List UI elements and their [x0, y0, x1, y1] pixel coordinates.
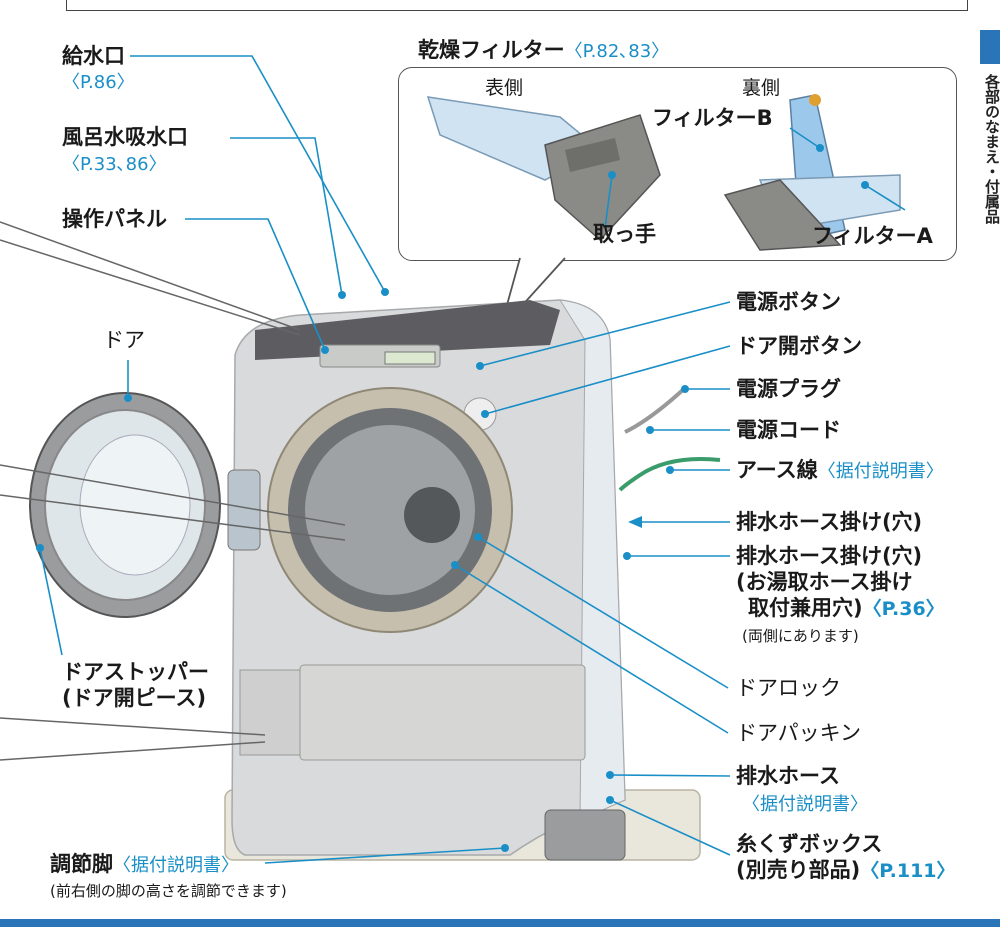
filter-callout-box [398, 67, 957, 261]
hose-hook2-sub1: (お湯取ホース掛け [736, 570, 913, 594]
stopper-sub: (ドア開ピース) [62, 686, 207, 710]
stopper-label: ドアストッパー [62, 660, 209, 684]
offpage-leaders [0, 221, 346, 761]
hose-hook2-sub2: 取付兼用穴)〈P.36〉 [748, 596, 945, 620]
foot-note: (前右側の脚の高さを調節できます) [50, 882, 287, 900]
drain-hose-label: 排水ホース [736, 764, 840, 788]
door-packing-label: ドアパッキン [736, 721, 861, 745]
hose-hook2-note: (両側にあります) [742, 627, 859, 645]
plug-label: 電源プラグ [736, 377, 841, 401]
filter-a-label: フィルターA [812, 224, 933, 248]
filter-front-illustration [426, 96, 661, 242]
door-button-label: ドア開ボタン [736, 334, 862, 358]
power-button-label: 電源ボタン [736, 290, 841, 314]
lint-box-sub: (別売り部品)〈P.111〉 [736, 858, 956, 882]
section-tab-text: 各部のなまえ・付属品 [983, 74, 1000, 224]
door-illustration [29, 392, 261, 618]
bottom-bar [0, 919, 1000, 927]
filter-title: 乾燥フィルター〈P.82､83〉 [418, 38, 670, 62]
water-inlet-ref: 〈P.86〉 [62, 72, 135, 93]
callout-dots [36, 144, 869, 852]
callout-leaders [39, 55, 731, 864]
filter-handle-label: 取っ手 [593, 222, 656, 246]
bath-inlet-label: 風呂水吸水口 [62, 125, 188, 149]
water-inlet-label: 給水口 [62, 44, 125, 68]
foot-label: 調節脚〈据付説明書〉 [50, 852, 239, 876]
earth-label: アース線〈据付説明書〉 [736, 458, 944, 482]
panel-label: 操作パネル [62, 207, 167, 231]
filter-back-label: 裏側 [742, 77, 781, 99]
section-tab [980, 30, 1000, 64]
cord-label: 電源コード [736, 418, 841, 442]
filter-leaders [604, 127, 906, 229]
drain-hose-ref: 〈据付説明書〉 [742, 794, 868, 815]
filter-front-label: 表側 [485, 77, 524, 99]
lint-box-label: 糸くずボックス [736, 832, 883, 856]
washer-body [224, 299, 701, 861]
top-frame [66, 0, 968, 11]
hose-hook-label: 排水ホース掛け(穴) [736, 510, 923, 534]
hose-hook2-label: 排水ホース掛け(穴) [736, 544, 923, 568]
door-lock-label: ドアロック [736, 676, 841, 700]
door-label: ドア [103, 328, 145, 352]
filter-b-label: フィルターB [652, 106, 773, 130]
bath-inlet-ref: 〈P.33､86〉 [62, 154, 167, 175]
